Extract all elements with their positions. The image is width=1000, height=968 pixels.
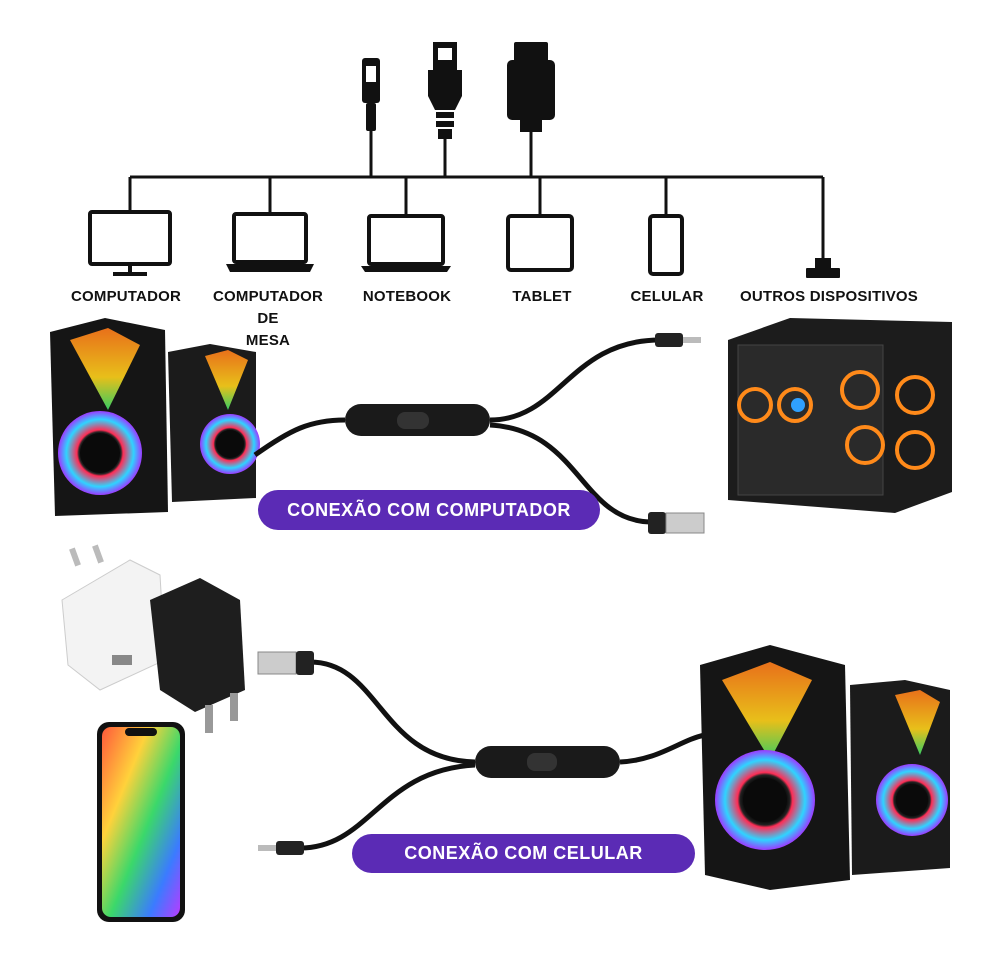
controller-switch: [397, 412, 429, 429]
phone-icon: [648, 214, 684, 276]
audio-jack-icon: [655, 333, 701, 347]
connection-bus: [128, 175, 825, 258]
audio-jack-icon: [258, 841, 304, 855]
smartphone-image: [97, 722, 185, 922]
device-label-outros-dispositivos: OUTROS DISPOSITIVOS: [740, 288, 918, 305]
usb-plug-icon: [257, 651, 314, 675]
chargers-image: [61, 544, 245, 733]
cable-phone: [299, 659, 706, 851]
phone-connection-badge: CONEXÃO COM CELULAR: [352, 834, 695, 873]
device-label-computador-de-mesa: COMPUTADOR DE MESA: [212, 288, 324, 349]
speakers-bottom-image: [700, 645, 950, 890]
laptop-icon: [226, 212, 314, 272]
cable-computer: [253, 337, 661, 525]
hdmi-connector-icon: [428, 42, 462, 177]
device-label-notebook: NOTEBOOK: [362, 288, 452, 305]
usb-plug-icon: [648, 512, 705, 534]
power-connector-icon: [507, 42, 555, 177]
notebook-icon: [361, 214, 451, 272]
device-label-celular: CELULAR: [630, 288, 704, 305]
device-label-tablet: TABLET: [512, 288, 572, 305]
usb-connector-icon: [362, 58, 380, 177]
device-label-computador: COMPUTADOR: [70, 288, 182, 305]
speakers-top-image: [50, 318, 260, 516]
pc-case-image: [728, 318, 952, 513]
controller-switch: [527, 753, 557, 771]
plug-icon: [806, 258, 840, 278]
monitor-icon: [88, 210, 172, 276]
computer-connection-badge: CONEXÃO COM COMPUTADOR: [258, 490, 600, 530]
tablet-icon: [506, 214, 574, 272]
